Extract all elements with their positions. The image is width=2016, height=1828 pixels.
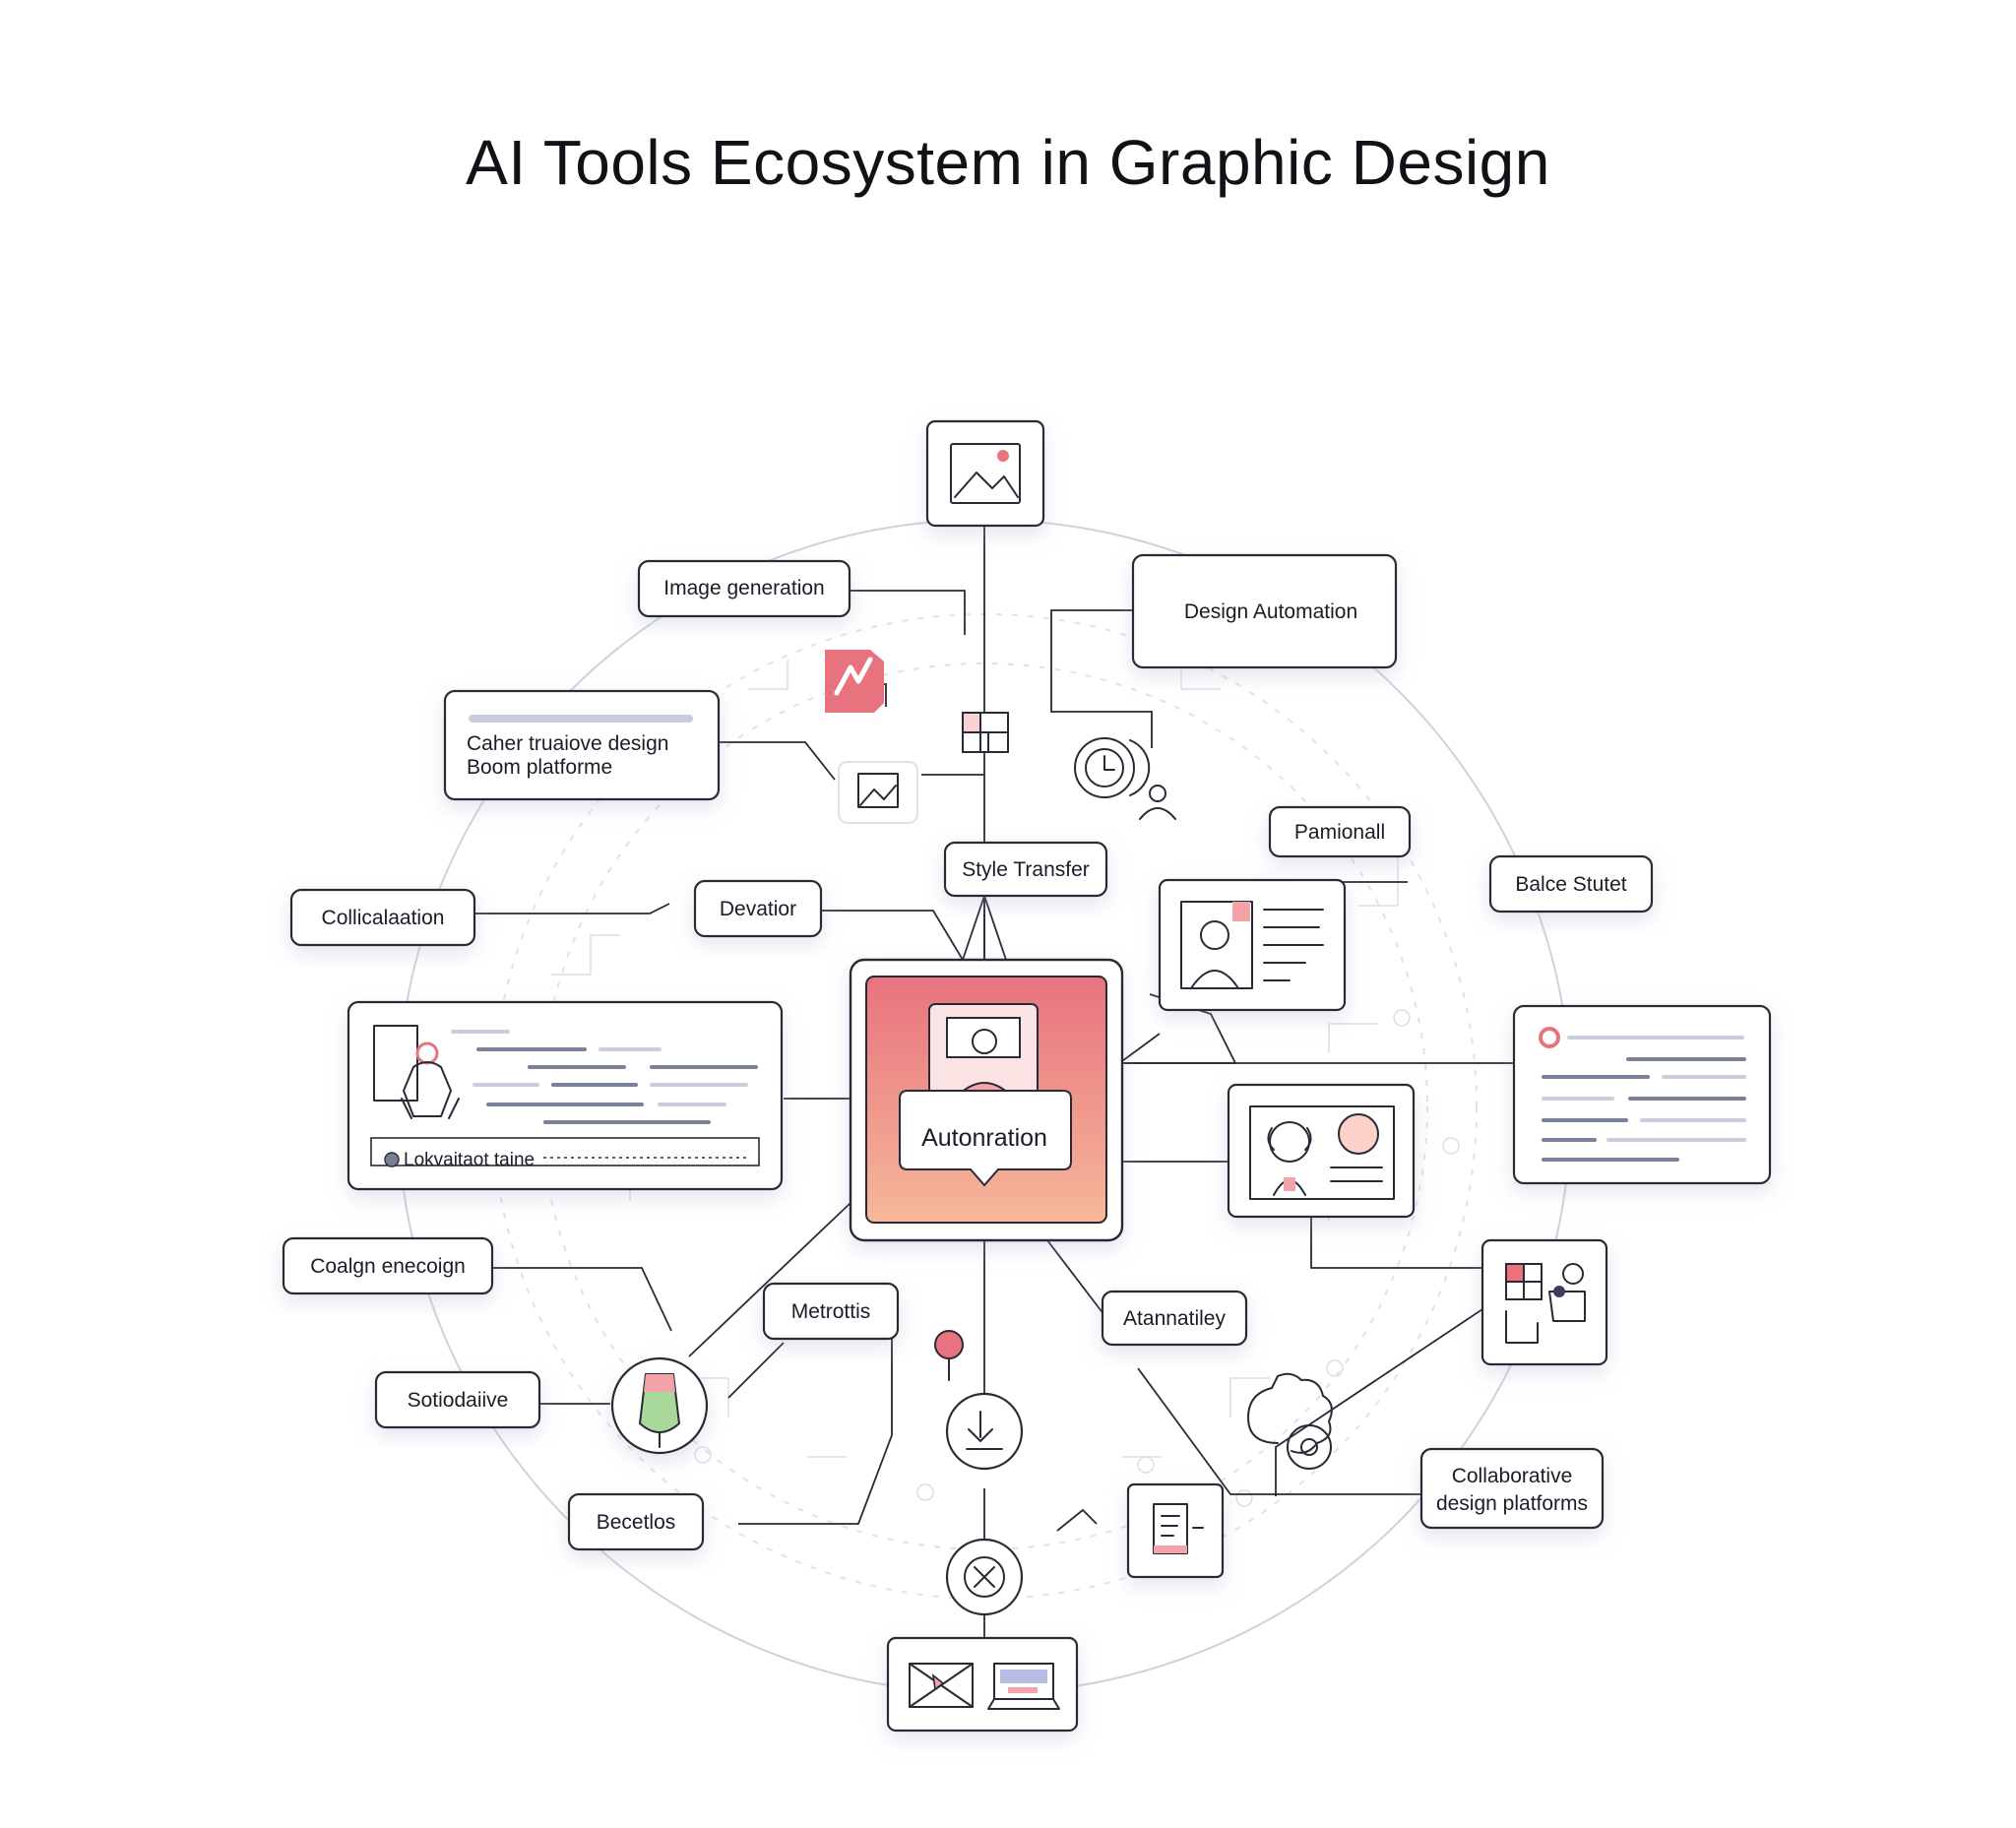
- node-label-becetlos: Becetlos: [597, 1511, 676, 1534]
- node-image-generation[interactable]: [637, 559, 851, 618]
- node-label-balce-stutet: Balce Stutet: [1515, 873, 1626, 896]
- card-header-bar: [469, 715, 693, 723]
- document-node[interactable]: [1126, 1482, 1225, 1579]
- node-label-image-generation: Image generation: [663, 577, 824, 599]
- portrait-icon: [373, 1025, 460, 1119]
- download-icon[interactable]: [945, 1392, 1024, 1471]
- envelope-icon[interactable]: [838, 761, 918, 824]
- node-coalgn-enecoign[interactable]: [282, 1236, 494, 1295]
- card-label-line-1: Caher truaiove design: [467, 732, 668, 755]
- node-label-collaborative-platforms-line-1: Collaborative: [1452, 1465, 1573, 1487]
- node-sotiodaiive[interactable]: [374, 1370, 541, 1429]
- user-icon: [1139, 785, 1176, 820]
- node-collaborative-platforms[interactable]: [1419, 1447, 1605, 1530]
- node-label-devatior: Devatior: [720, 898, 796, 920]
- clock-icon[interactable]: [1074, 737, 1151, 798]
- card-label-line-2: Boom platforme: [467, 756, 612, 779]
- center-label-bubble: [899, 1090, 1072, 1187]
- node-label-atannatiley: Atannatiley: [1123, 1307, 1226, 1330]
- connector-lines: [474, 527, 1514, 1638]
- laptop-icon: [987, 1663, 1060, 1710]
- pin-icon[interactable]: [934, 1330, 964, 1381]
- card-portrait-right[interactable]: [1227, 1083, 1416, 1219]
- layout-blocks-icon: [1505, 1263, 1586, 1344]
- gear-icon[interactable]: [1247, 1372, 1333, 1470]
- node-style-transfer[interactable]: [943, 841, 1108, 898]
- portrait-card-icon: [1249, 1105, 1395, 1200]
- node-balce-stutet[interactable]: [1488, 854, 1654, 914]
- page-title: AI Tools Ecosystem in Graphic Design: [466, 127, 1550, 198]
- node-label-coalgn-enecoign: Coalgn enecoign: [310, 1255, 466, 1278]
- lightning-icon[interactable]: [825, 650, 884, 713]
- node-design-automation[interactable]: [1131, 553, 1398, 669]
- card-input-value: Lokvaitaot taine: [404, 1150, 535, 1170]
- node-pamionall[interactable]: [1268, 805, 1412, 858]
- layout-blocks-node[interactable]: [1480, 1238, 1608, 1366]
- node-label-collicalaation: Collicalaation: [322, 907, 445, 929]
- node-becetlos[interactable]: [567, 1492, 705, 1551]
- node-collicalaation[interactable]: [289, 888, 476, 947]
- node-label-collaborative-platforms-line-2: design platforms: [1436, 1492, 1588, 1515]
- card-text-bars: [451, 1030, 758, 1124]
- node-metrottis[interactable]: [762, 1282, 900, 1341]
- node-label-metrottis: Metrottis: [791, 1300, 871, 1323]
- node-devatior[interactable]: [693, 879, 823, 938]
- node-label-sotiodaiive: Sotiodaiive: [408, 1389, 509, 1412]
- node-atannatiley[interactable]: [1101, 1290, 1248, 1347]
- mail-icon: [909, 1663, 974, 1708]
- center-label: Autonration: [921, 1124, 1047, 1152]
- image-icon: [950, 443, 1021, 504]
- card-text-right-content: [1539, 1027, 1746, 1162]
- document-icon: [1153, 1503, 1204, 1554]
- profile-card-icon: [1180, 901, 1324, 989]
- grid-icon[interactable]: [962, 712, 1009, 753]
- card-input-field[interactable]: [370, 1137, 760, 1167]
- node-label-style-transfer: Style Transfer: [962, 858, 1090, 881]
- image-icon-node[interactable]: [925, 419, 1045, 528]
- node-label-pamionall: Pamionall: [1294, 821, 1385, 844]
- lamp-icon-glyph: [638, 1373, 681, 1448]
- close-icon[interactable]: [945, 1538, 1024, 1616]
- node-label-design-automation: Design Automation: [1184, 600, 1357, 623]
